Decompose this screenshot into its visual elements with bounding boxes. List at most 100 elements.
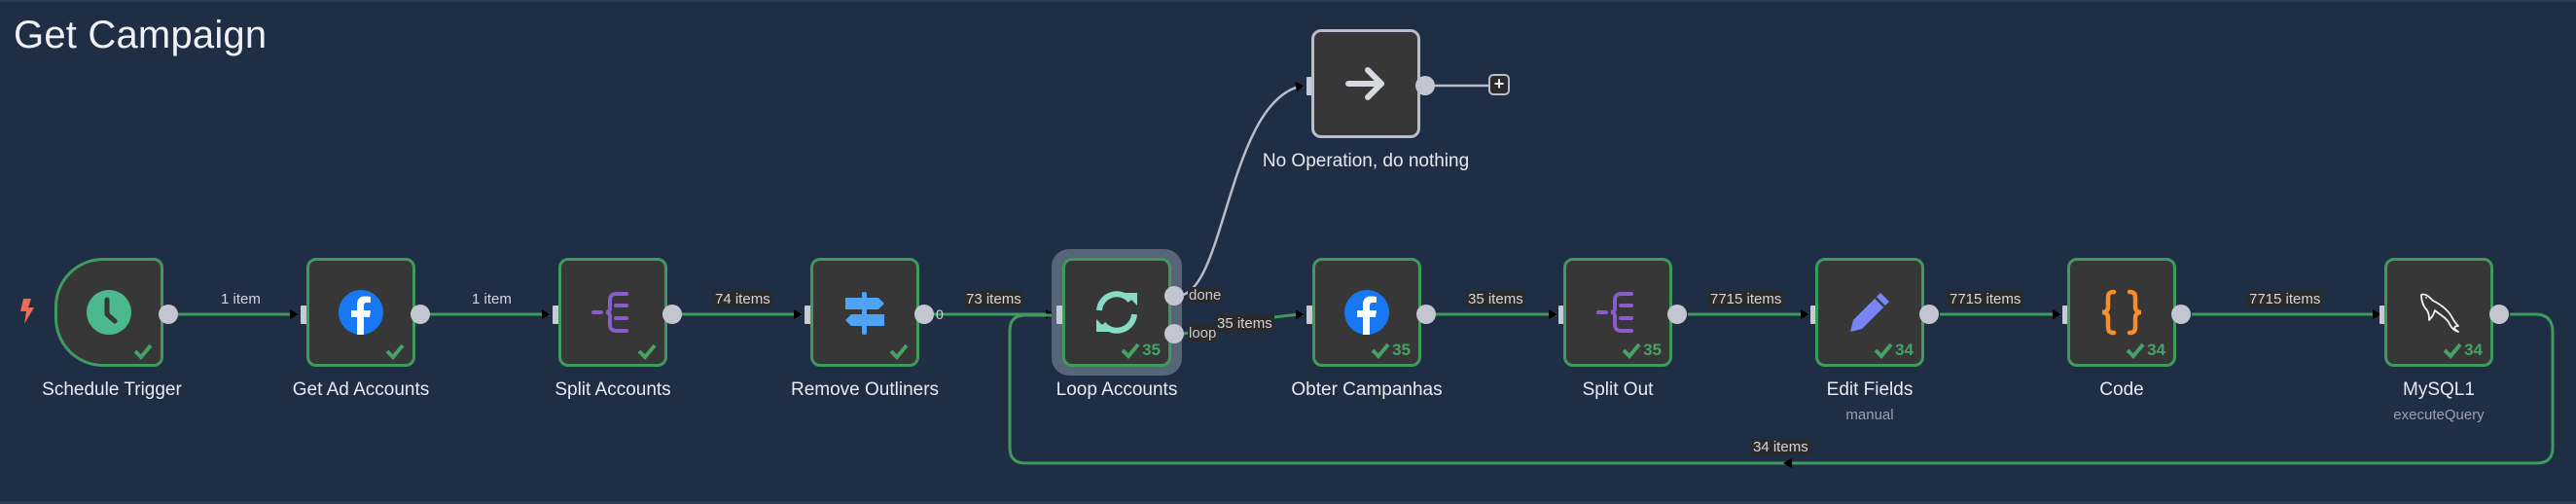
input-handle[interactable] bbox=[301, 306, 311, 324]
node-code[interactable]: 34 bbox=[2067, 258, 2176, 367]
output-handle[interactable] bbox=[1667, 305, 1687, 324]
run-count: 34 bbox=[2464, 341, 2483, 359]
node-loop-accounts[interactable]: 35 bbox=[1062, 258, 1171, 367]
node-no-operation[interactable] bbox=[1311, 29, 1420, 138]
clock-icon bbox=[84, 287, 134, 338]
node-remove-outliners[interactable] bbox=[810, 258, 919, 367]
output-handle[interactable] bbox=[2489, 305, 2509, 324]
output-label-done: done bbox=[1188, 287, 1223, 304]
arrow-right-icon bbox=[1341, 58, 1391, 109]
output-handle[interactable] bbox=[662, 305, 682, 324]
loopback-arrow-mark bbox=[1783, 458, 1792, 468]
check-icon bbox=[637, 343, 657, 360]
facebook-icon bbox=[1342, 287, 1392, 338]
node-label: Loop Accounts bbox=[1055, 379, 1178, 400]
output-handle[interactable] bbox=[411, 305, 430, 324]
node-label: MySQL1 bbox=[2403, 379, 2475, 400]
check-icon bbox=[2443, 342, 2462, 359]
pencil-icon bbox=[1844, 287, 1895, 338]
node-label: Schedule Trigger bbox=[42, 379, 182, 400]
edge-item-count: 7715 items bbox=[2247, 291, 2323, 307]
success-status bbox=[637, 342, 657, 360]
node-mysql1[interactable]: 34 bbox=[2384, 258, 2493, 367]
node-label: Obter Campanhas bbox=[1291, 379, 1443, 400]
output-handle[interactable] bbox=[914, 305, 934, 324]
node-schedule-trigger[interactable] bbox=[54, 258, 163, 367]
edge-item-count: 7715 items bbox=[1708, 291, 1784, 307]
input-handle[interactable] bbox=[1056, 306, 1067, 324]
input-handle[interactable] bbox=[553, 306, 563, 324]
signpost-icon bbox=[840, 287, 890, 338]
node-label: No Operation, do nothing bbox=[1262, 151, 1470, 171]
run-count: 34 bbox=[2147, 341, 2165, 359]
trigger-bolt-icon bbox=[20, 299, 34, 324]
edge-item-count: 35 items bbox=[1215, 315, 1274, 332]
run-count: 34 bbox=[1895, 341, 1914, 359]
workflow-title: Get Campaign bbox=[14, 14, 268, 56]
node-label: Edit Fields bbox=[1826, 379, 1914, 400]
node-obter-campanhas[interactable]: 35 bbox=[1312, 258, 1421, 367]
output-handle-done[interactable] bbox=[1164, 286, 1184, 306]
edge-item-count: 1 item bbox=[219, 291, 263, 307]
success-status: 34 bbox=[2443, 341, 2483, 360]
edge-item-count: 35 items bbox=[1466, 291, 1525, 307]
edge-item-count: 74 items bbox=[713, 291, 772, 307]
check-icon bbox=[385, 343, 405, 360]
success-status bbox=[133, 342, 153, 360]
check-icon bbox=[2126, 342, 2145, 359]
node-edit-fields[interactable]: 34 bbox=[1815, 258, 1924, 367]
output-handle[interactable] bbox=[1919, 305, 1939, 324]
facebook-icon bbox=[336, 287, 386, 338]
node-label: Split Out bbox=[1582, 379, 1654, 400]
output-handle[interactable] bbox=[1416, 305, 1436, 324]
run-count: 35 bbox=[1392, 341, 1411, 359]
check-icon bbox=[1874, 342, 1893, 359]
edge-item-count: 1 item bbox=[470, 291, 514, 307]
node-label: Get Ad Accounts bbox=[292, 379, 430, 400]
check-icon bbox=[1121, 342, 1140, 359]
node-split-out[interactable]: 35 bbox=[1563, 258, 1672, 367]
check-icon bbox=[133, 343, 153, 360]
check-icon bbox=[1622, 342, 1641, 359]
success-status: 34 bbox=[1874, 341, 1914, 360]
edge-mysql-loopback bbox=[1008, 312, 2555, 465]
output-handle-loop[interactable] bbox=[1164, 324, 1184, 343]
check-icon bbox=[889, 343, 909, 360]
output-index-label: 0 bbox=[936, 306, 944, 322]
input-handle[interactable] bbox=[1306, 306, 1317, 324]
node-label: Code bbox=[2099, 379, 2144, 400]
success-status: 34 bbox=[2126, 341, 2165, 360]
output-handle[interactable] bbox=[2171, 305, 2191, 324]
check-icon bbox=[1371, 342, 1390, 359]
edge-loop-done-to-noop bbox=[1182, 82, 1305, 297]
success-status: 35 bbox=[1371, 341, 1411, 360]
canvas-top-border bbox=[0, 0, 2576, 2]
run-count: 35 bbox=[1643, 341, 1662, 359]
output-handle[interactable] bbox=[159, 305, 178, 324]
run-count: 35 bbox=[1142, 341, 1161, 359]
edge-item-count: 73 items bbox=[964, 291, 1023, 307]
node-label: Remove Outliners bbox=[790, 379, 940, 400]
success-status bbox=[385, 342, 405, 360]
node-subtitle: manual bbox=[1845, 407, 1894, 423]
node-split-accounts[interactable] bbox=[558, 258, 667, 367]
canvas-bottom-border bbox=[0, 501, 2576, 504]
split-out-icon bbox=[588, 287, 638, 338]
input-handle[interactable] bbox=[805, 306, 815, 324]
add-node-button[interactable]: + bbox=[1488, 74, 1510, 95]
edge-item-count: 7715 items bbox=[1948, 291, 2023, 307]
loop-icon bbox=[1091, 287, 1142, 338]
split-out-icon bbox=[1592, 287, 1643, 338]
node-label: Split Accounts bbox=[555, 379, 671, 400]
success-status: 35 bbox=[1121, 341, 1161, 360]
mysql-dolphin-icon bbox=[2414, 287, 2464, 338]
success-status bbox=[889, 342, 909, 360]
node-subtitle: executeQuery bbox=[2393, 407, 2485, 423]
output-handle[interactable] bbox=[1415, 76, 1435, 95]
node-get-ad-accounts[interactable] bbox=[306, 258, 415, 367]
code-braces-icon bbox=[2096, 287, 2147, 338]
edge-item-count-loopback: 34 items bbox=[1751, 439, 1810, 455]
success-status: 35 bbox=[1622, 341, 1662, 360]
output-label-loop: loop bbox=[1188, 325, 1218, 342]
